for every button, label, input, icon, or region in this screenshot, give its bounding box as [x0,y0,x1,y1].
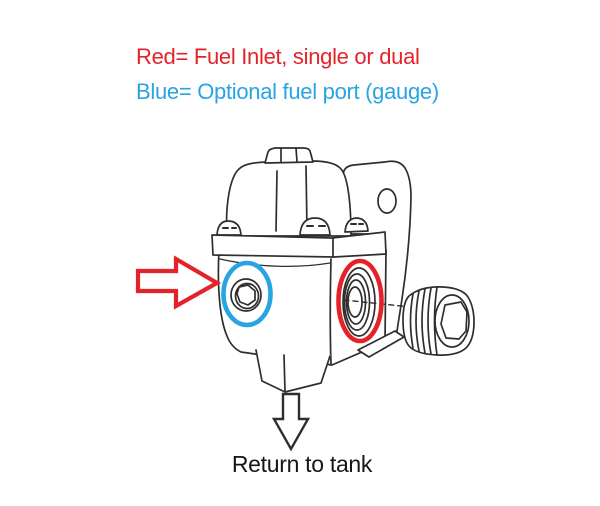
flange-screw [344,217,369,233]
red-ring [336,258,384,344]
bracket-hole [377,188,397,214]
threaded-plug [402,286,475,356]
flange-screws [216,217,369,236]
flange-screw [299,217,331,236]
down-arrow [271,392,311,452]
blue-ring [221,260,273,328]
front-port [230,278,262,312]
regulator-line-art [211,147,475,393]
return-to-tank-label: Return to tank [231,451,373,477]
plug-hex-socket [440,301,468,340]
red-arrow [135,255,222,310]
blue-legend-label: Blue= Optional fuel port (gauge) [136,79,439,104]
red-legend-label: Red= Fuel Inlet, single or dual [136,44,420,69]
mounting-bracket [342,160,412,338]
regulator-flange [211,231,387,258]
cap-nut [264,147,314,164]
regulator-cap [225,147,352,237]
return-outlet-boss [255,349,331,393]
